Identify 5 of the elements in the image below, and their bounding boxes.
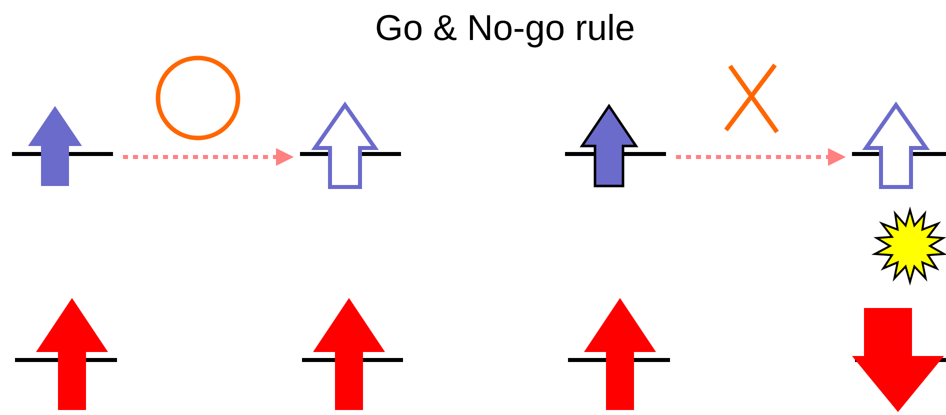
energy-level-drawing bbox=[852, 100, 946, 192]
dotted-arrow bbox=[676, 148, 846, 166]
title: Go & No-go rule bbox=[374, 6, 636, 50]
energy-level-drawing bbox=[300, 100, 401, 192]
dotted-arrow bbox=[123, 148, 294, 166]
